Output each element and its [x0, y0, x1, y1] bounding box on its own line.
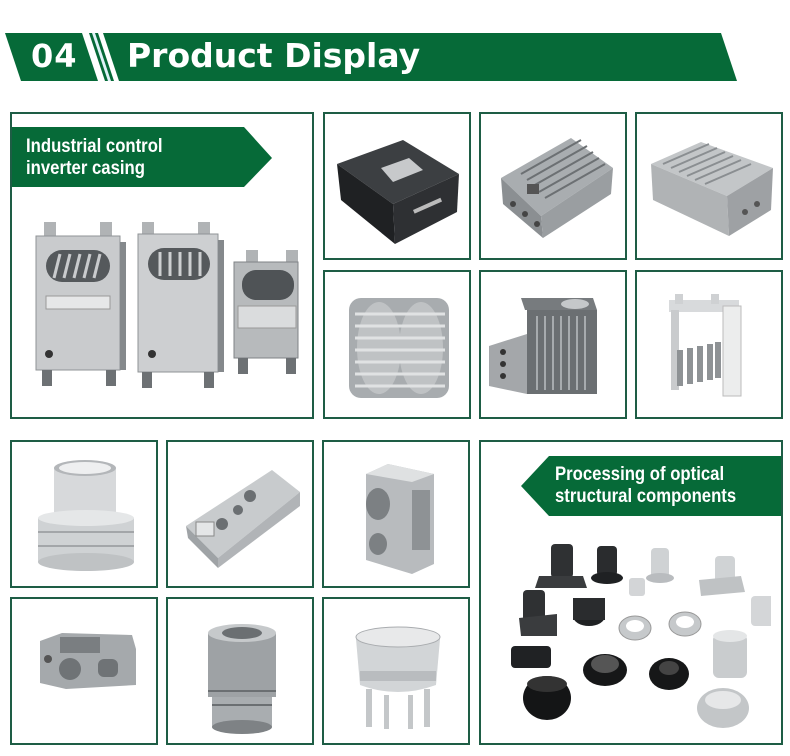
- die-cast-finned-enclosure-image: [501, 138, 613, 238]
- product-tile-3: [635, 112, 783, 260]
- optical-components-panel: Processing of optical structural compone…: [479, 440, 783, 745]
- cylinder-head-heatsink-image: [349, 298, 449, 398]
- product-tile-4: [323, 270, 471, 419]
- product-tile-8: [166, 440, 314, 588]
- product-tile-6: [635, 270, 783, 419]
- product-tile-12: [322, 597, 470, 745]
- optical-label: Processing of optical structural compone…: [555, 464, 736, 508]
- machined-valve-body-image: [366, 464, 434, 574]
- optical-label-line2: structural components: [555, 486, 737, 507]
- banner-shape: [5, 33, 737, 81]
- product-tile-1: [323, 112, 471, 260]
- inverter-label-line2: inverter casing: [26, 158, 145, 179]
- turned-ring-sleeve-image: [38, 460, 134, 571]
- inverter-casings-image: [35, 222, 299, 388]
- inverter-label: Industrial control inverter casing: [26, 136, 163, 180]
- stepped-cylinder-image: [208, 624, 276, 734]
- section-number: 04: [31, 37, 78, 75]
- black-inverter-housing-image: [337, 140, 459, 244]
- dome-with-legs-image: [355, 626, 441, 729]
- inverter-casing-panel: Industrial control inverter casing: [10, 112, 314, 419]
- product-tile-11: [166, 597, 314, 745]
- grey-finned-enclosure-image: [651, 142, 773, 236]
- optical-parts-image: [511, 544, 771, 728]
- camera-frame-part-image: [40, 633, 136, 689]
- product-tile-2: [479, 112, 627, 260]
- optical-label-line1: Processing of optical: [555, 464, 725, 485]
- product-tile-10: [10, 597, 158, 745]
- product-tile-7: [10, 440, 158, 588]
- section-header-banner: 04 Product Display: [5, 33, 737, 81]
- inverter-frame-image: [669, 294, 742, 397]
- label-arrow-right: [12, 127, 272, 187]
- heatsink-box-image: [489, 298, 597, 394]
- product-tile-9: [322, 440, 470, 588]
- machined-bracket-block-image: [186, 470, 300, 568]
- label-arrow-left: [521, 456, 781, 516]
- product-tile-5: [479, 270, 627, 419]
- inverter-label-line1: Industrial control: [26, 136, 163, 157]
- section-title: Product Display: [127, 36, 421, 75]
